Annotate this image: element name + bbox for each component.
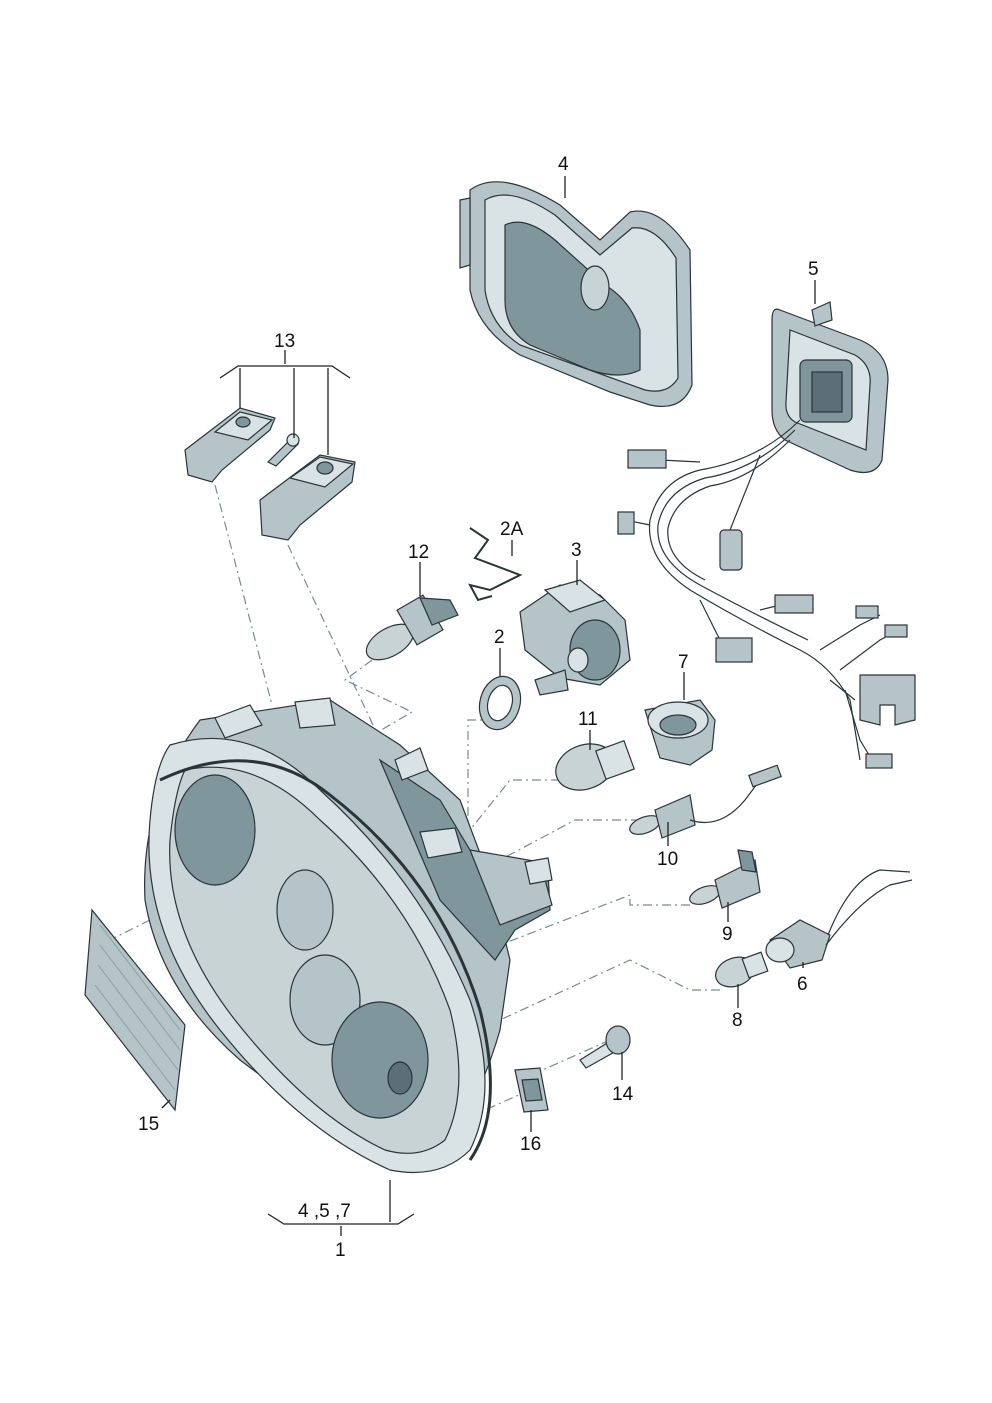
label-15: 15 <box>138 1114 159 1135</box>
screw-part-14 <box>579 1025 631 1069</box>
label-10: 10 <box>657 849 678 870</box>
bulb-part-8 <box>715 951 769 988</box>
label-2: 2 <box>494 627 505 648</box>
bulb-part-10 <box>629 764 782 839</box>
sealing-ring-part-2 <box>478 675 522 731</box>
part-labels: 4 5 13 2A 3 12 2 7 11 10 9 6 8 14 16 15 … <box>138 154 819 1261</box>
label-6: 6 <box>797 974 808 995</box>
label-5: 5 <box>808 259 819 280</box>
bulb-part-9 <box>689 849 761 909</box>
spring-clip-part-2a <box>468 527 523 602</box>
connector-housing-part-5 <box>771 301 889 473</box>
headlight-housing-part-1 <box>144 697 553 1173</box>
label-1: 1 <box>335 1240 346 1261</box>
bulb-socket-part-6 <box>765 869 913 969</box>
label-8: 8 <box>732 1010 743 1031</box>
lens-film-part-15 <box>84 908 186 1112</box>
bulb-holder-part-7 <box>644 699 716 766</box>
label-4-5-7: 4 ,5 ,7 <box>298 1201 351 1222</box>
label-7: 7 <box>678 652 689 673</box>
label-16: 16 <box>520 1134 541 1155</box>
label-9: 9 <box>722 924 733 945</box>
label-13: 13 <box>274 331 295 352</box>
bulb-part-12 <box>365 594 459 661</box>
rear-cover-part-4 <box>459 181 693 407</box>
label-12: 12 <box>408 542 429 563</box>
label-11: 11 <box>578 709 598 730</box>
label-4: 4 <box>558 154 569 175</box>
harness-connectors <box>617 449 916 769</box>
holders-part-13 <box>184 407 356 541</box>
leader-lines <box>161 176 816 1236</box>
bulb-part-11 <box>555 740 635 791</box>
clip-part-16 <box>514 1067 549 1113</box>
label-2a: 2A <box>500 519 524 540</box>
label-14: 14 <box>612 1084 634 1105</box>
adjuster-motor-part-3 <box>519 579 631 696</box>
label-3: 3 <box>571 540 582 561</box>
